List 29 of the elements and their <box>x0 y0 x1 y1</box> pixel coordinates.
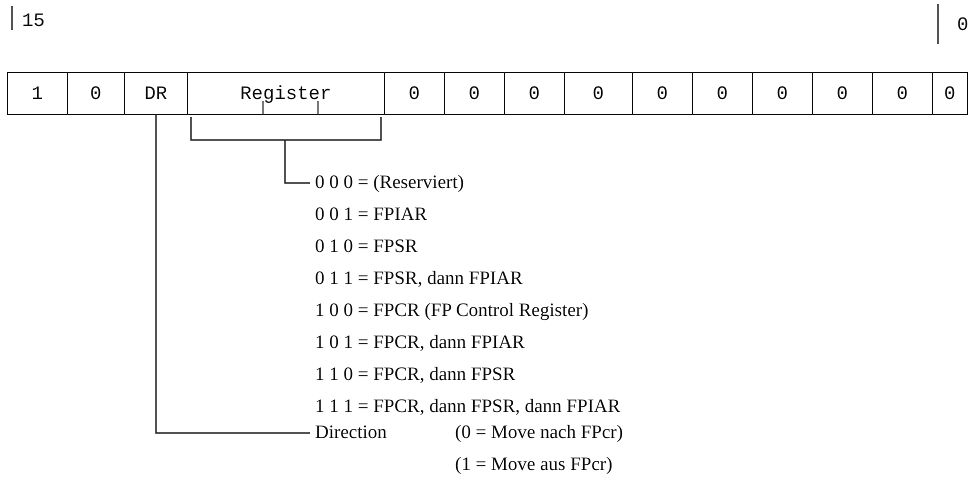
field-name: Direction <box>315 421 387 445</box>
code-definition: 1 1 1 = FPCR, dann FPSR, dann FPIAR <box>315 395 620 419</box>
bit-number: 0 <box>957 14 968 36</box>
leader-line <box>155 115 310 434</box>
leader-line <box>190 116 382 184</box>
bit-field-cell: 0 <box>812 72 873 115</box>
bit-field-cell: 0 <box>66 72 125 115</box>
code-definition: 1 0 0 = FPCR (FP Control Register) <box>315 299 590 323</box>
bit-field-cell: 0 <box>564 72 633 115</box>
bit-field-cell: 0 <box>932 72 968 115</box>
bit-number: 15 <box>22 10 45 32</box>
direction-option: (0 = Move nach FPcr) <box>455 417 623 449</box>
bit-field-cell: 0 <box>444 72 505 115</box>
bit-field-cell: 0 <box>632 72 693 115</box>
bit-field-cell: 0 <box>504 72 565 115</box>
direction-option: (1 = Move aus FPcr) <box>455 449 612 481</box>
bit-field-cell: 0 <box>692 72 753 115</box>
bit-field-cell: 0 <box>384 72 445 115</box>
bit-field-cell: 0 <box>872 72 933 115</box>
bit-field-cell: Register <box>186 72 385 115</box>
code-definition: 0 1 1 = FPSR, dann FPIAR <box>315 267 524 291</box>
code-definition: 1 0 1 = FPCR, dann FPIAR <box>315 331 526 355</box>
bit-field-cell: 1 <box>6 72 68 115</box>
bit-field-cell: 0 <box>752 72 813 115</box>
code-definition: 0 0 1 = FPIAR <box>315 203 428 227</box>
code-definition: 0 1 0 = FPSR <box>315 235 419 259</box>
code-definition: 0 0 0 = (Reserviert) <box>315 171 465 195</box>
code-definition: 1 1 0 = FPCR, dann FPSR <box>315 363 516 387</box>
bit-field-cell: DR <box>124 72 188 115</box>
